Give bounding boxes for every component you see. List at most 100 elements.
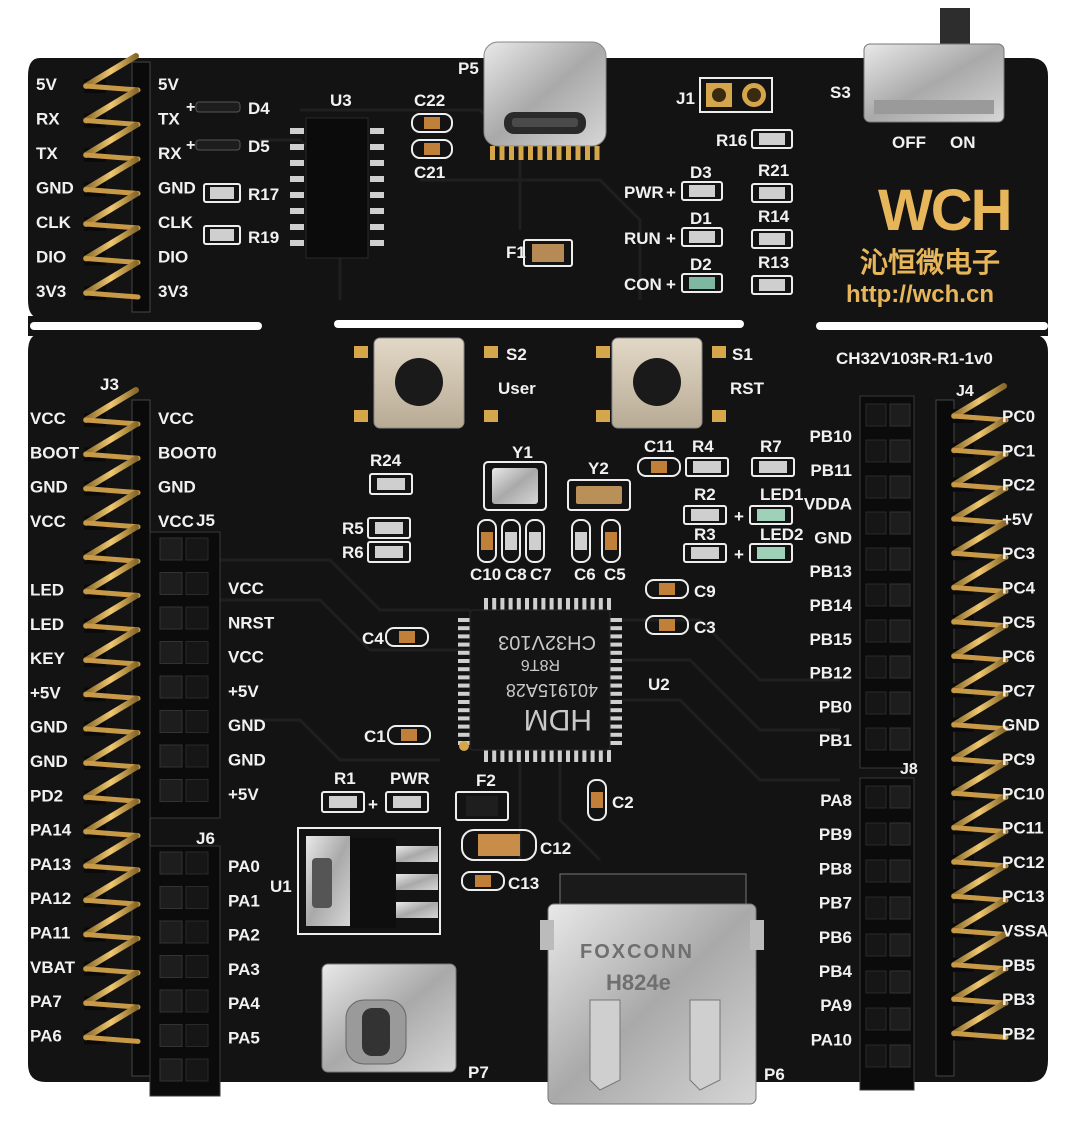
svg-text:R17: R17 bbox=[248, 185, 279, 204]
svg-text:LED1: LED1 bbox=[760, 485, 803, 504]
mcu-pin bbox=[574, 598, 579, 610]
j4-pin-label: PC9 bbox=[1002, 750, 1035, 769]
socket-hole bbox=[889, 511, 911, 535]
right-inner-pin-label: PB11 bbox=[810, 461, 852, 480]
socket-hole bbox=[159, 537, 183, 561]
socket-hole bbox=[889, 896, 911, 920]
svg-text:C10: C10 bbox=[470, 565, 501, 584]
mcu-pin bbox=[500, 750, 505, 762]
mcu-pin bbox=[516, 750, 521, 762]
svg-text:PWR: PWR bbox=[390, 769, 430, 788]
resistor-r19: R19 bbox=[203, 225, 279, 247]
mcu-pin bbox=[610, 626, 622, 631]
header-pin bbox=[83, 451, 141, 461]
socket-hole bbox=[159, 675, 183, 699]
svg-text:R19: R19 bbox=[248, 228, 279, 247]
capacitor-group-c6-c5: C6 C5 bbox=[571, 519, 626, 584]
debug-pin-label-right: RX bbox=[158, 144, 182, 163]
mcu-pin bbox=[484, 750, 488, 762]
socket-hole bbox=[159, 1024, 183, 1047]
led-pwr: PWR bbox=[385, 769, 430, 813]
svg-text:FOXCONN: FOXCONN bbox=[580, 941, 694, 963]
socket-hole bbox=[865, 859, 887, 883]
j3-pin-label-right: VCC bbox=[158, 409, 194, 428]
mcu-pin bbox=[590, 750, 595, 762]
j4-pin-label: PC10 bbox=[1002, 784, 1045, 803]
usb-pin bbox=[518, 146, 524, 160]
mcu-pin bbox=[458, 724, 470, 729]
mcu-pin bbox=[484, 598, 488, 610]
debug-pin-label-left: GND bbox=[36, 179, 74, 198]
usb-pin bbox=[509, 146, 514, 160]
j6-pin-label: PA0 bbox=[228, 857, 260, 876]
j3-pin-label-left: LED bbox=[30, 581, 64, 600]
header-pin bbox=[83, 156, 139, 193]
header-pin bbox=[83, 661, 139, 698]
svg-text:+: + bbox=[734, 507, 744, 526]
board-model-label: CH32V103R-R1-1v0 bbox=[836, 349, 993, 368]
j3-pin-label-left: LED bbox=[30, 615, 64, 634]
debug-header-pins bbox=[83, 53, 151, 313]
resistor-r17: R17 bbox=[203, 183, 279, 204]
header-pin bbox=[83, 730, 139, 766]
socket-hole bbox=[889, 475, 911, 499]
svg-text:401915A28: 401915A28 bbox=[506, 680, 598, 700]
mcu-pin bbox=[610, 667, 622, 672]
svg-text:S1: S1 bbox=[732, 345, 753, 364]
svg-text:HDM: HDM bbox=[524, 703, 592, 736]
svg-text:LED2: LED2 bbox=[760, 525, 803, 544]
header-pin bbox=[83, 798, 139, 835]
mcu-pin bbox=[458, 708, 470, 713]
socket-hole bbox=[889, 727, 911, 751]
svg-text:C12: C12 bbox=[540, 839, 571, 858]
usb-c-connector-p7: P7 bbox=[321, 963, 489, 1082]
header-pin bbox=[83, 897, 141, 907]
svg-text:C21: C21 bbox=[414, 163, 445, 182]
resistor-r21: R21 bbox=[751, 161, 793, 203]
svg-text:+: + bbox=[186, 137, 195, 154]
mcu-pin bbox=[516, 598, 521, 610]
socket-hole bbox=[865, 547, 887, 571]
socket-hole bbox=[159, 989, 183, 1013]
mcu-pin bbox=[458, 675, 470, 680]
mcu-pin bbox=[557, 750, 562, 762]
header-pin bbox=[83, 87, 139, 124]
svg-text:C22: C22 bbox=[414, 91, 445, 110]
mcu-pin bbox=[492, 750, 497, 762]
svg-text:J8: J8 bbox=[900, 761, 918, 778]
right-inner-pin-label: PB14 bbox=[809, 596, 852, 615]
socket-hole bbox=[185, 920, 209, 944]
right-inner-pin-label: VDDA bbox=[804, 495, 852, 514]
socket-hole bbox=[185, 886, 209, 909]
socket-hole bbox=[185, 955, 209, 978]
mcu-pin bbox=[610, 634, 622, 639]
header-pin bbox=[83, 623, 141, 633]
socket-hole bbox=[889, 691, 911, 715]
header-pin bbox=[83, 486, 141, 496]
j4-pin-label: PC7 bbox=[1002, 681, 1035, 700]
j5-pin-label: +5V bbox=[228, 785, 259, 804]
mcu-pin bbox=[610, 683, 622, 688]
chip-pin bbox=[290, 160, 304, 166]
socket-hole bbox=[889, 1044, 911, 1068]
svg-text:S2: S2 bbox=[506, 345, 527, 364]
mcu-pin bbox=[582, 750, 587, 762]
mcu-pin bbox=[458, 716, 470, 721]
j4-pin-label: PB5 bbox=[1002, 956, 1035, 975]
svg-text:F2: F2 bbox=[476, 771, 496, 790]
mcu-pin bbox=[590, 598, 595, 610]
j3-pin-label-left: VBAT bbox=[30, 958, 76, 977]
mcu-pin bbox=[574, 750, 579, 762]
socket-hole bbox=[185, 851, 209, 875]
led-d1: D1 RUN + bbox=[624, 209, 723, 248]
socket-hole bbox=[889, 822, 911, 846]
mcu-pin bbox=[557, 598, 562, 610]
header-right-inner-labels: PB10PB11VDDAGNDPB13PB14PB15PB12PB0PB1PA8… bbox=[804, 427, 853, 1049]
header-pin bbox=[83, 832, 139, 869]
header-pin bbox=[83, 520, 141, 530]
mcu-pin bbox=[607, 598, 611, 610]
j3-pin-label-left: PA14 bbox=[30, 821, 72, 840]
chip-pin bbox=[370, 128, 384, 134]
mcu-pin bbox=[610, 700, 622, 704]
